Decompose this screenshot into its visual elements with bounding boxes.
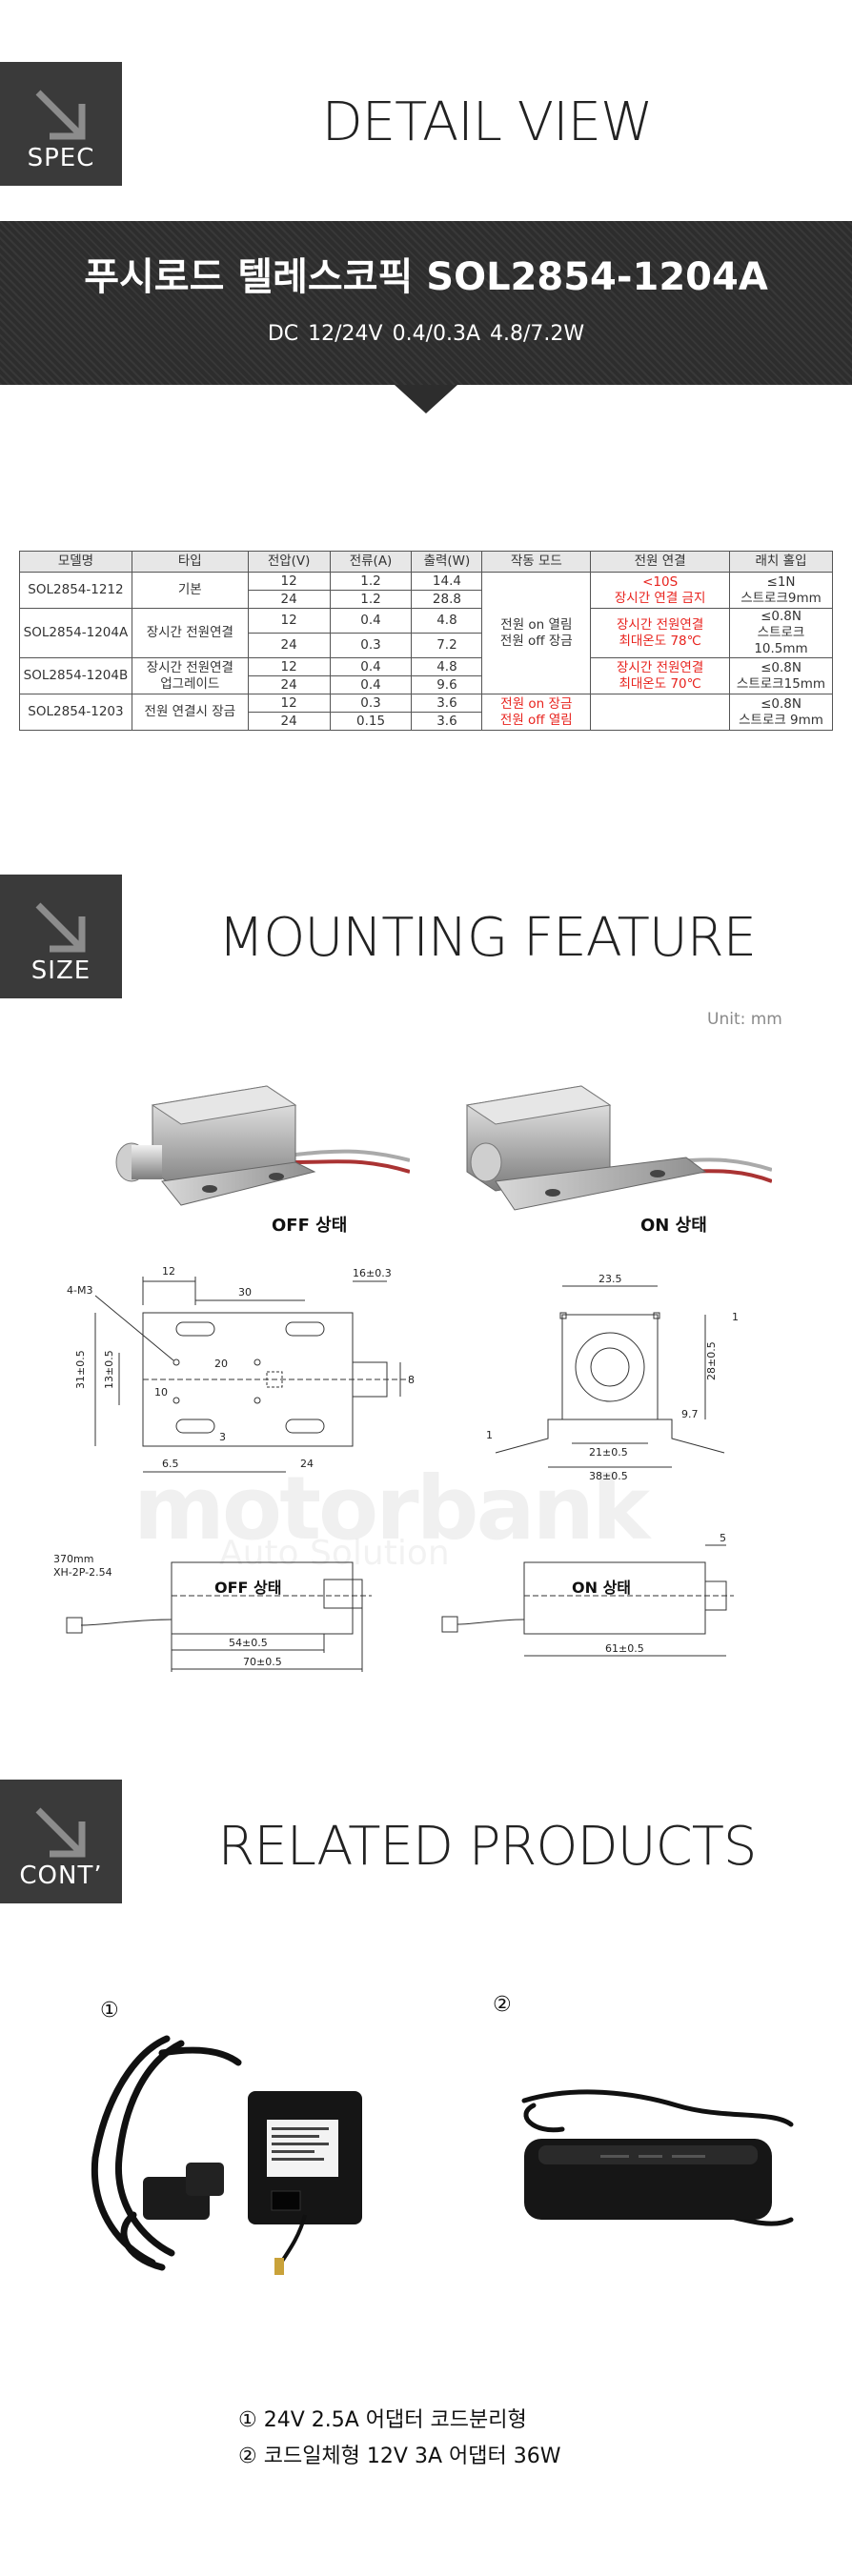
- dim-wire-len: 370mm: [53, 1553, 93, 1565]
- off-state-label: OFF 상태: [214, 1579, 281, 1597]
- dim-4m3: 4-M3: [67, 1284, 92, 1297]
- dim-70: 70±0.5: [243, 1656, 282, 1668]
- cell-model: SOL2854-1204A: [19, 608, 132, 658]
- cell-mode-1203: 전원 on 장금 전원 off 열림: [481, 694, 592, 731]
- th-voltage: 전압(V): [247, 551, 331, 573]
- table-row: 24 0.3 7.2: [20, 633, 833, 658]
- cell-type: 기본: [131, 572, 249, 609]
- dim-20: 20: [214, 1358, 228, 1370]
- cell-latch: ≤0.8N 스트로크10.5mm: [729, 608, 833, 658]
- cell-model: SOL2854-1203: [19, 694, 132, 731]
- product-subtitle: DC 12/24V 0.4/0.3A 4.8/7.2W: [267, 322, 585, 346]
- watermark-logo: motorbank: [133, 1458, 650, 1560]
- cell-connection: <10S 장시간 연결 금지: [590, 572, 731, 609]
- dim-5: 5: [720, 1532, 726, 1544]
- detail-view-title: DETAIL VIEW: [321, 91, 654, 153]
- product-2-number: ②: [493, 1993, 512, 2017]
- unit-label: Unit: mm: [707, 1010, 782, 1029]
- th-mode: 작동 모드: [481, 551, 592, 573]
- dim-connector: XH-2P-2.54: [53, 1566, 112, 1579]
- table-row: SOL2854-1204A 장시간 전원연결 12 0.4 4.8 장시간 전원…: [19, 608, 833, 658]
- dim-9-7: 9.7: [681, 1408, 699, 1420]
- spec-badge: SPEC: [0, 62, 122, 186]
- product-1-text: ① 24V 2.5A 어댑터 코드분리형: [238, 2408, 527, 2432]
- dim-54: 54±0.5: [229, 1637, 268, 1649]
- table-row: 24 0.4 9.6: [20, 675, 833, 694]
- cont-badge: CONT’: [0, 1780, 122, 1903]
- dim-30: 30: [238, 1286, 252, 1298]
- photo-on-label: ON 상태: [640, 1216, 707, 1236]
- table-row: 24 0.15 3.6: [20, 712, 833, 731]
- th-latch: 래치 홀입: [729, 551, 833, 573]
- cell-voltage: 12: [247, 572, 331, 591]
- size-badge: SIZE: [0, 875, 122, 998]
- cont-badge-label: CONT’: [19, 1862, 103, 1890]
- dim-10: 10: [154, 1386, 168, 1399]
- side-view-drawing: 23.5 1 1 28±0.5 9.7 21±0.5 38±0.5: [486, 1273, 739, 1482]
- dim-38: 38±0.5: [589, 1470, 628, 1482]
- on-state-label: ON 상태: [572, 1579, 631, 1597]
- dim-12: 12: [162, 1265, 175, 1278]
- solenoid-off-photo: [115, 1085, 410, 1206]
- dim-3: 3: [219, 1431, 226, 1443]
- product-banner: 푸시로드 텔레스코픽 SOL2854-1204A DC 12/24V 0.4/0…: [0, 221, 852, 385]
- product-2-text: ② 코드일체형 12V 3A 어댑터 36W: [238, 2445, 561, 2468]
- solenoid-on-photo: [465, 1085, 772, 1211]
- size-badge-label: SIZE: [30, 956, 91, 985]
- cell-current: 1.2: [329, 572, 413, 591]
- related-products-title: RELATED PRODUCTS: [217, 1816, 758, 1878]
- product-1-number: ①: [100, 1999, 119, 2023]
- on-state-drawing: 5 ON 상태 61±0.5: [441, 1532, 734, 1657]
- dim-6-5: 6.5: [162, 1458, 179, 1470]
- dim-28: 28±0.5: [705, 1341, 718, 1380]
- cell-connection: [590, 694, 731, 731]
- cell-connection: 장시간 전원연결 최대온도 70℃: [590, 657, 731, 694]
- cell-model: SOL2854-1204B: [19, 657, 132, 694]
- cell-latch: ≤0.8N 스트로크15mm: [729, 657, 833, 694]
- arrow-down-right-icon: [35, 1807, 86, 1858]
- dim-21: 21±0.5: [589, 1446, 628, 1459]
- photo-off-label: OFF 상태: [272, 1216, 348, 1236]
- th-model: 모델명: [19, 551, 132, 573]
- front-view-drawing: 12 30 16±0.3 4-M3 20 31±0.5 13±0.5 10 8 …: [67, 1265, 415, 1473]
- th-power: 출력(W): [411, 551, 483, 573]
- arrow-down-right-icon: [35, 902, 86, 953]
- cell-latch: ≤0.8N 스트로크 9mm: [729, 694, 833, 731]
- spec-header-row: 모델명 타입 전압(V) 전류(A) 출력(W) 작동 모드 전원 연결 래치 …: [19, 551, 833, 573]
- table-row: SOL2854-1204B 장시간 전원연결 업그레이드 12 0.4 4.8 …: [19, 657, 833, 694]
- cell-type: 장시간 전원연결 업그레이드: [131, 657, 249, 694]
- dim-61: 61±0.5: [605, 1642, 644, 1655]
- table-row: SOL2854-1203 전원 연결시 장금 12 0.3 3.6 전원 on …: [19, 694, 833, 731]
- table-row: SOL2854-1212 기본 12 1.2 14.4 전원 on 열림 전원 …: [19, 572, 833, 694]
- th-type: 타입: [131, 551, 249, 573]
- cell-mode-common: 전원 on 열림 전원 off 장금: [481, 572, 592, 694]
- adapter-1-image: [91, 2035, 362, 2275]
- th-current: 전류(A): [329, 551, 413, 573]
- dim-1a: 1: [732, 1311, 739, 1323]
- arrow-down-right-icon: [35, 90, 86, 140]
- mounting-feature-title: MOUNTING FEATURE: [217, 907, 757, 969]
- adapter-2-image: [521, 2089, 794, 2226]
- product-title: 푸시로드 텔레스코픽 SOL2854-1204A: [84, 255, 768, 299]
- spec-table: 모델명 타입 전압(V) 전류(A) 출력(W) 작동 모드 전원 연결 래치 …: [19, 551, 833, 731]
- cell-type: 전원 연결시 장금: [131, 694, 249, 731]
- th-connection: 전원 연결: [590, 551, 731, 573]
- dim-1b: 1: [486, 1429, 493, 1441]
- dim-24: 24: [300, 1458, 314, 1470]
- cell-type: 장시간 전원연결: [131, 608, 249, 658]
- cell-connection: 장시간 전원연결 최대온도 78℃: [590, 608, 731, 658]
- cell-latch: ≤1N 스트로크9mm: [729, 572, 833, 609]
- off-state-drawing: 370mm XH-2P-2.54 OFF 상태 54±0.5 70±0.5: [53, 1553, 372, 1672]
- dim-16: 16±0.3: [353, 1267, 392, 1279]
- banner-notch: [395, 385, 457, 413]
- spec-badge-label: SPEC: [27, 144, 95, 172]
- cell-power: 14.4: [411, 572, 483, 591]
- watermark-sub: Auto Solution: [219, 1534, 450, 1573]
- dim-31: 31±0.5: [74, 1350, 87, 1389]
- dim-8: 8: [408, 1374, 415, 1386]
- dim-23-5: 23.5: [598, 1273, 622, 1285]
- dim-13: 13±0.5: [103, 1350, 115, 1389]
- cell-model: SOL2854-1212: [19, 572, 132, 609]
